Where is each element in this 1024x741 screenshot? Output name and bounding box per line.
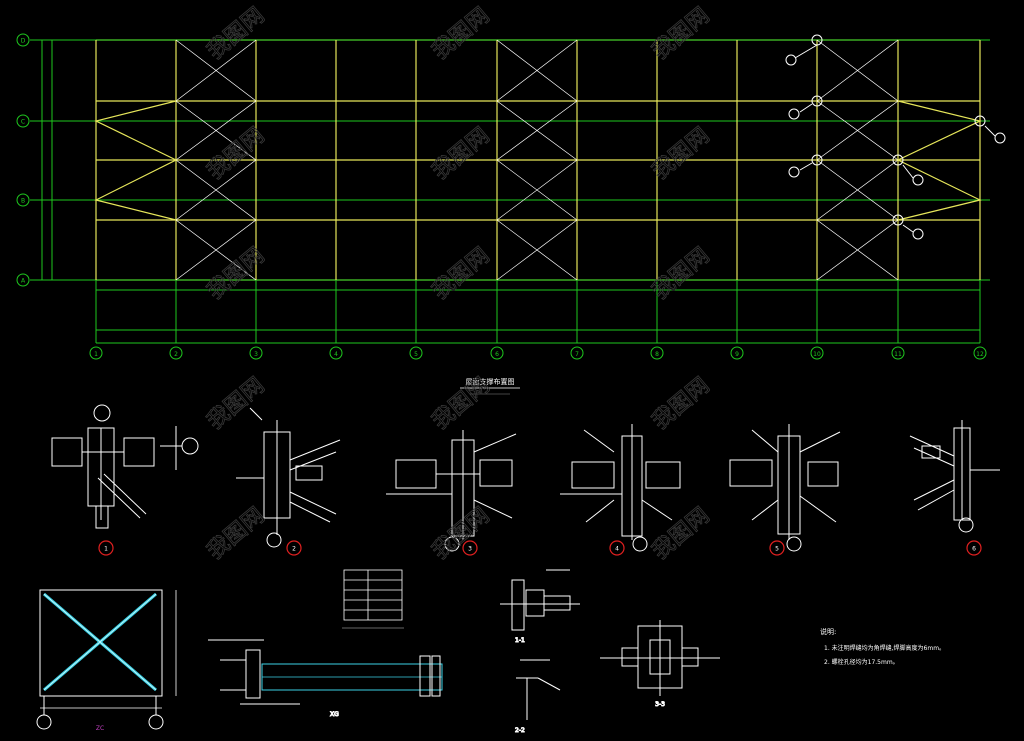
svg-text:10: 10 — [813, 351, 821, 358]
section-detail-2: 2-2 — [515, 659, 561, 735]
svg-text:4: 4 — [615, 546, 619, 553]
node-details-row: 1 2 3 4 5 6 — [51, 404, 1000, 556]
row-axis-D: D — [16, 33, 30, 47]
detail-4 — [560, 424, 681, 552]
x-bracing — [175, 39, 899, 281]
tie-rod-elevation: XG — [208, 639, 443, 719]
detail-2 — [236, 407, 341, 548]
svg-text:3: 3 — [254, 351, 258, 358]
detail-callout-4: 4 — [609, 540, 625, 556]
column-axis-8: 8 — [650, 346, 664, 360]
notes-heading: 说明: — [820, 627, 836, 636]
column-axis-6: 6 — [490, 346, 504, 360]
note-line-1: 1. 未注明焊缝均为角焊缝,焊脚高度为6mm。 — [824, 644, 945, 652]
svg-text:C: C — [21, 119, 25, 126]
column-axis-10: 10 — [810, 346, 824, 360]
svg-text:1: 1 — [94, 351, 98, 358]
column-axis-5: 5 — [409, 346, 423, 360]
detail-5 — [729, 424, 841, 552]
svg-text:6: 6 — [972, 546, 976, 553]
column-axis-4: 4 — [329, 346, 343, 360]
end-tie-lines — [94, 100, 982, 221]
column-axis-7: 7 — [570, 346, 584, 360]
svg-text:9: 9 — [735, 351, 739, 358]
row-axis-bubbles: D C B A — [16, 33, 30, 287]
bracing-panel-detail: ZC — [36, 589, 177, 732]
detail-callout-3: 3 — [462, 540, 478, 556]
column-axis-3: 3 — [249, 346, 263, 360]
svg-text:2: 2 — [292, 546, 296, 553]
svg-text:5: 5 — [775, 546, 779, 553]
svg-text:ZC: ZC — [96, 725, 104, 732]
detail-1 — [51, 404, 199, 529]
svg-text:7: 7 — [575, 351, 579, 358]
column-axis-9: 9 — [730, 346, 744, 360]
section-detail-1: 1-1 — [500, 569, 580, 645]
column-axis-2: 2 — [169, 346, 183, 360]
svg-text:D: D — [21, 38, 26, 45]
column-axis-12: 12 — [973, 346, 987, 360]
svg-text:5: 5 — [414, 351, 418, 358]
svg-text:A: A — [21, 278, 26, 285]
column-axis-1: 1 — [89, 346, 103, 360]
section-detail-3: 3-3 — [600, 620, 720, 709]
general-notes: 说明: 1. 未注明焊缝均为角焊缝,焊脚高度为6mm。 2. 螺栓孔径均为17.… — [820, 627, 945, 666]
svg-text:3-3: 3-3 — [655, 701, 665, 708]
svg-text:12: 12 — [976, 351, 984, 358]
detail-callout-5: 5 — [769, 540, 785, 556]
plan-title: 屋面支撑布置图 — [466, 377, 515, 386]
detail-callout-2: 2 — [286, 540, 302, 556]
svg-text:1: 1 — [104, 546, 108, 553]
svg-text:1-1: 1-1 — [515, 637, 525, 644]
svg-text:2-2: 2-2 — [515, 727, 525, 734]
column-axis-11: 11 — [891, 346, 905, 360]
svg-text:11: 11 — [894, 351, 902, 358]
detail-3 — [386, 430, 517, 552]
svg-text:6: 6 — [495, 351, 499, 358]
row-axis-A: A — [16, 273, 30, 287]
note-line-2: 2. 螺栓孔径均为17.5mm。 — [824, 658, 899, 666]
detail-callout-1: 1 — [98, 540, 114, 556]
detail-6 — [909, 420, 1000, 533]
detail-callout-circles: 1 2 3 4 5 6 — [98, 540, 982, 556]
svg-text:B: B — [21, 198, 25, 205]
svg-text:8: 8 — [655, 351, 659, 358]
axis-row-lines — [30, 39, 990, 344]
row-axis-B: B — [16, 193, 30, 207]
material-table — [342, 569, 404, 629]
svg-text:3: 3 — [468, 546, 472, 553]
svg-text:XG: XG — [330, 711, 339, 718]
row-axis-C: C — [16, 114, 30, 128]
svg-text:2: 2 — [174, 351, 178, 358]
detail-callout-6: 6 — [966, 540, 982, 556]
plan-callouts — [785, 34, 1006, 240]
svg-text:4: 4 — [334, 351, 338, 358]
